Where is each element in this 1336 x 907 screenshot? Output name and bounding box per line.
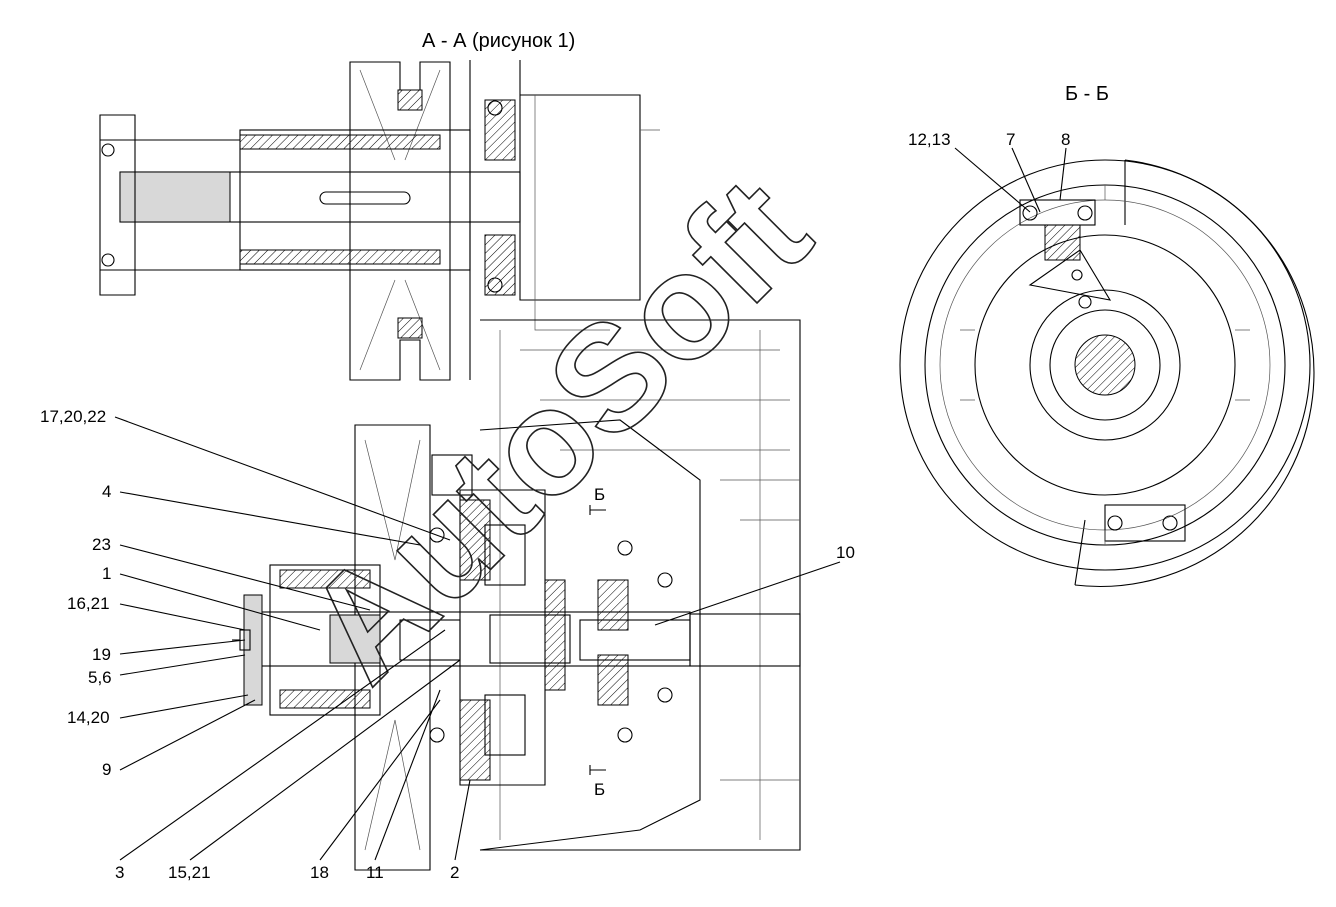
lower-assembly	[232, 319, 801, 871]
section-mark-top: Б	[594, 485, 605, 504]
section-bb-title: Б - Б	[1065, 83, 1109, 105]
callout-5-6: 5,6	[88, 668, 112, 687]
callout-11: 11	[366, 863, 384, 882]
section-bb-view	[899, 159, 1315, 588]
callout-16-21: 16,21	[67, 594, 110, 613]
section-mark-bottom: Б	[594, 780, 605, 799]
callout-2: 2	[450, 863, 459, 882]
callout-18: 18	[310, 863, 329, 882]
callout-17-20-22: 17,20,22	[40, 407, 106, 426]
callout-15-21: 15,21	[168, 863, 211, 882]
leader-lines	[114, 147, 1067, 861]
callout-12-13: 12,13	[908, 130, 951, 149]
callout-14-20: 14,20	[67, 708, 110, 727]
callout-19: 19	[92, 645, 111, 664]
callout-1: 1	[102, 564, 111, 583]
callout-4: 4	[102, 482, 111, 501]
callout-9: 9	[102, 760, 111, 779]
upper-assembly	[99, 60, 660, 381]
callout-10: 10	[836, 543, 855, 562]
callout-8: 8	[1061, 130, 1070, 149]
callout-3: 3	[115, 863, 124, 882]
section-aa-title: А - А (рисунок 1)	[422, 30, 575, 52]
callout-7: 7	[1006, 130, 1015, 149]
callout-23: 23	[92, 535, 111, 554]
